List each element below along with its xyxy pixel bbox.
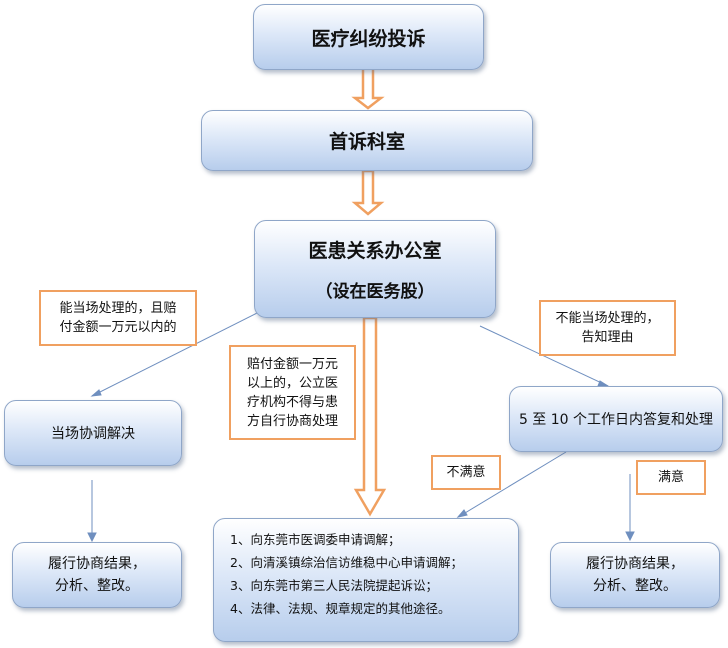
reply-node: 5 至 10 个工作日内答复和处理: [509, 386, 723, 452]
arrowhead-followup-right: [625, 531, 635, 542]
first-office-node: 首诉科室: [201, 110, 533, 171]
note-can-handle-text: 能当场处理的，且赔 付金额一万元以内的: [59, 301, 177, 335]
options-node: [213, 518, 519, 642]
onsite-node: 当场协调解决: [4, 400, 182, 466]
arrow-relations-to-options: [353, 316, 387, 517]
followup-right-label: 履行协商结果， 分析、整改。: [586, 556, 684, 594]
line-relations-to-reply: [479, 325, 609, 387]
complaint-node: 医疗纠纷投诉: [253, 4, 484, 70]
options-list: 1、向东莞市医调委申请调解； 2、向清溪镇综治信访维稳中心申请调解； 3、向东莞…: [230, 528, 463, 620]
reply-label: 5 至 10 个工作日内答复和处理: [518, 412, 714, 428]
relations-office-node: 医患关系办公室 （设在医务股）: [254, 220, 496, 318]
option-item: 3、向东莞市第三人民法院提起诉讼；: [230, 578, 438, 593]
followup-left-node: 履行协商结果， 分析、整改。: [12, 542, 182, 608]
line-relations-to-onsite: [91, 312, 258, 397]
arrowhead-onsite: [90, 389, 102, 397]
relations-office-label: 医患关系办公室: [308, 240, 442, 262]
note-dissatisfied-text: 不满意: [446, 465, 486, 480]
onsite-label: 当场协调解决: [51, 426, 135, 442]
note-satisfied-text: 满意: [657, 470, 684, 485]
note-over-limit-text: 赔付金额一万元 以上的，公立医 疗机构不得与患 方自行协商处理: [246, 356, 338, 429]
note-dissatisfied: 不满意: [431, 455, 501, 490]
followup-right-node: 履行协商结果， 分析、整改。: [550, 542, 720, 608]
complaint-label: 医疗纠纷投诉: [311, 27, 426, 50]
note-cannot-handle-text: 不能当场处理的， 告知理由: [555, 311, 660, 345]
followup-left-label: 履行协商结果， 分析、整改。: [48, 556, 146, 594]
first-office-label: 首诉科室: [328, 131, 405, 153]
arrowhead-options: [456, 509, 468, 518]
relations-office-sublabel: （设在医务股）: [315, 282, 435, 302]
arrowhead-followup-left: [87, 532, 97, 543]
line-reply-to-options: [459, 451, 567, 517]
option-item: 2、向清溪镇综治信访维稳中心申请调解；: [230, 555, 463, 570]
option-item: 1、向东莞市医调委申请调解；: [230, 532, 401, 547]
option-item: 4、法律、法规、规章规定的其他途径。: [230, 601, 451, 616]
note-cannot-handle: 不能当场处理的， 告知理由: [539, 300, 676, 356]
note-satisfied: 满意: [636, 460, 706, 495]
arrow-complaint-to-office: [351, 66, 385, 110]
arrow-office-to-relations: [351, 169, 385, 216]
note-can-handle: 能当场处理的，且赔 付金额一万元以内的: [39, 290, 197, 346]
note-over-limit: 赔付金额一万元 以上的，公立医 疗机构不得与患 方自行协商处理: [229, 345, 356, 440]
